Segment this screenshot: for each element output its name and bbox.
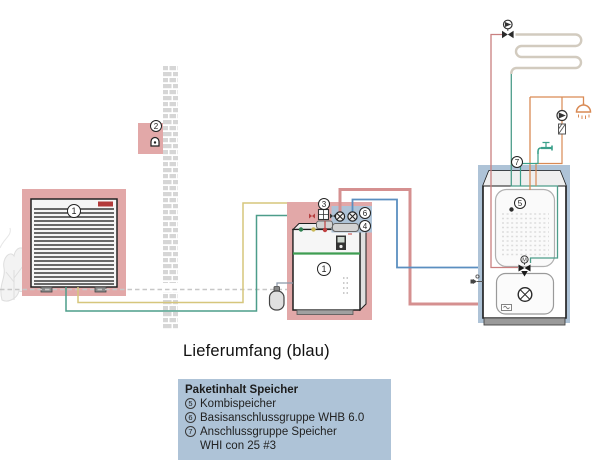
house-wall <box>163 65 178 330</box>
callout-connection-box: 4 <box>359 220 371 232</box>
svg-text:M: M <box>522 258 527 264</box>
legend-box: Paketinhalt Speicher 5 Kombispeicher 6 B… <box>178 379 391 460</box>
legend-label-continuation: WHI con 25 #3 <box>200 440 277 452</box>
legend-item: 6 Basisanschlussgruppe WHB 6.0 <box>185 411 383 425</box>
legend-heading: Paketinhalt Speicher <box>185 384 299 396</box>
expansion-vessel <box>268 282 293 311</box>
legend-label: Kombispeicher <box>200 398 277 410</box>
combi-storage-tank <box>478 165 570 326</box>
callout-fitting-group: 3 <box>318 198 330 210</box>
legend-num-5: 5 <box>185 398 196 409</box>
valve-icon <box>309 213 312 219</box>
legend-label: Basisanschlussgruppe WHB 6.0 <box>200 412 365 424</box>
tank-sensor-icon <box>509 207 514 212</box>
shower-icon <box>575 103 592 119</box>
circulation-pump-dhw <box>556 109 568 122</box>
tank-return-pipe <box>351 198 516 269</box>
legend-num-7: 7 <box>185 426 196 437</box>
dhw-line-to-shower <box>530 96 585 104</box>
return-connection-dot <box>298 227 304 232</box>
tank-charging-pump <box>517 287 533 303</box>
legend-item: 5 Kombispeicher <box>185 397 383 411</box>
legend-item: 7 Anschlussgruppe Speicher <box>185 425 383 439</box>
callout-combi-tank: 5 <box>514 197 526 209</box>
check-valve-icon <box>558 123 566 135</box>
heating-element-icon <box>501 304 512 311</box>
callout-heat-pump: 1 <box>67 204 81 218</box>
callout-outdoor-sensor: 2 <box>150 120 162 132</box>
motor-mixing-valve: M <box>518 255 531 277</box>
heating-circuit-pump <box>502 19 514 39</box>
callout-indoor-unit: 1 <box>317 262 331 276</box>
tank-drain-valve <box>470 274 483 284</box>
cold-water-line <box>519 154 539 186</box>
coil-heat-exchanger <box>502 213 549 256</box>
flow-connection-dot <box>311 227 316 232</box>
diagram-title: Lieferumfang (blau) <box>183 342 330 360</box>
valve-icon <box>330 213 333 219</box>
legend-label: Anschlussgruppe Speicher <box>200 426 337 438</box>
legend-num-6: 6 <box>185 412 196 423</box>
circulation-pumps <box>334 211 358 222</box>
piping-schematic: M <box>0 19 592 330</box>
callout-basis-group: 6 <box>359 207 371 219</box>
tank-flow-pipe <box>338 188 500 306</box>
heating-flow-riser <box>490 33 518 269</box>
callout-tank-group: 7 <box>511 156 523 168</box>
heating-connection-dot <box>322 227 328 233</box>
heating-return-line <box>510 74 559 263</box>
faucet-icon <box>537 141 553 154</box>
underfloor-heating-coil <box>510 33 583 74</box>
control-display <box>336 235 346 250</box>
